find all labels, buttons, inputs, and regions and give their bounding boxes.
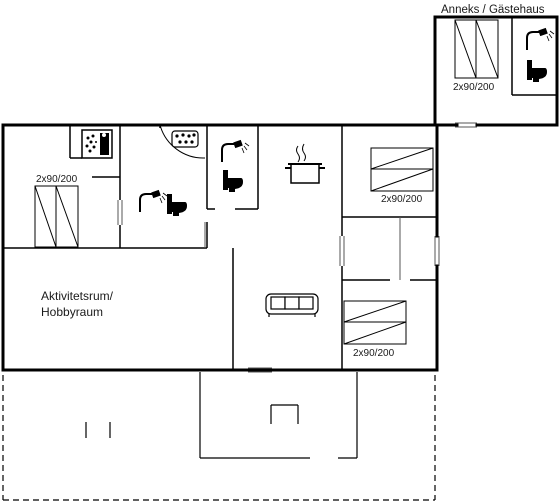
shower-icon (221, 139, 250, 162)
shower-icon (139, 189, 168, 212)
interior-walls (3, 17, 557, 370)
toilet-icon (527, 60, 547, 82)
annex-label: Anneks / Gästehaus (441, 4, 545, 16)
whirlpool-icon (171, 130, 199, 148)
deck-outline (85, 372, 358, 459)
bed-size-label-left: 2x90/200 (36, 174, 78, 185)
bed-left (34, 185, 79, 248)
activity-room-label-line1: Aktivitetsrum/ (41, 289, 114, 303)
shower-icon (526, 27, 555, 50)
bed-size-label-annex: 2x90/200 (453, 82, 495, 93)
bed-size-label-right-top: 2x90/200 (381, 194, 423, 205)
bed-annex (454, 19, 499, 79)
outer-walls (1, 15, 559, 372)
door-markers (117, 122, 477, 373)
bed-right-bottom (343, 300, 407, 345)
bed-right-top (370, 147, 434, 192)
toilet-icon (223, 170, 243, 192)
sofa-icon (265, 293, 319, 317)
bed-size-label-right-bottom: 2x90/200 (353, 348, 395, 359)
activity-room-label-line2: Hobbyraum (41, 305, 103, 319)
terrace-outline (2, 375, 436, 501)
toilet-icon (167, 194, 187, 216)
cooking-pot-icon (285, 143, 325, 184)
sauna-icon (81, 129, 113, 159)
